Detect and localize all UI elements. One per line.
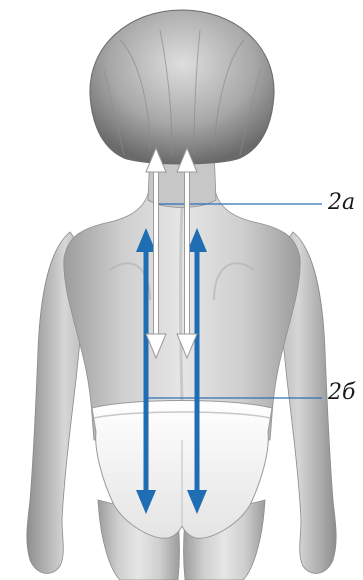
callout-label-2b: 2б xyxy=(328,382,355,404)
head-hair xyxy=(90,10,274,164)
callout-label-2a: 2а xyxy=(328,192,355,214)
